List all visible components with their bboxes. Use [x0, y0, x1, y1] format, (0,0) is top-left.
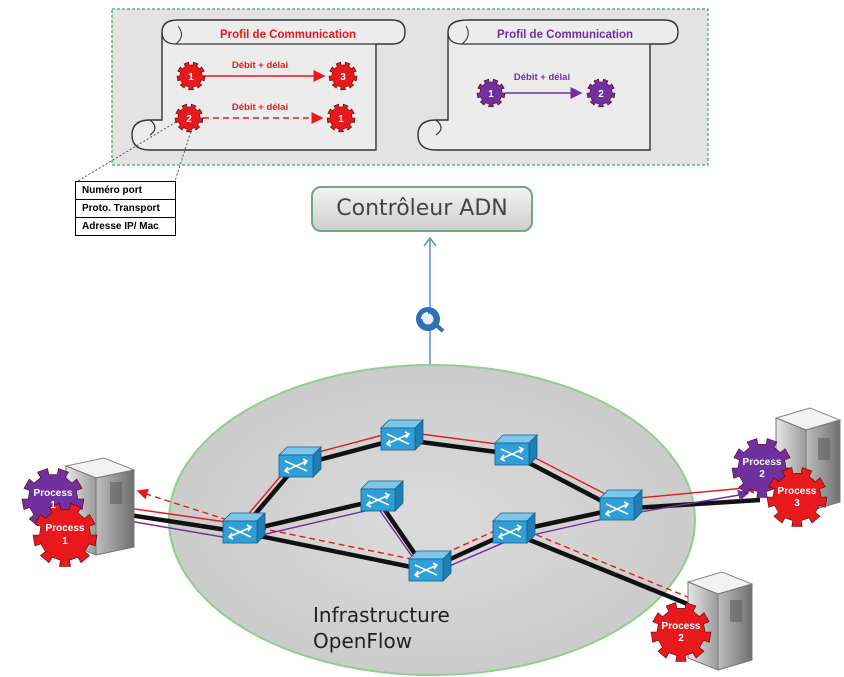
profile-2-gear-dst-1: 2: [586, 78, 616, 108]
switch-2: [380, 419, 424, 451]
host-bottom-process-1-gear: [650, 602, 712, 662]
sdn-controller[interactable]: Contrôleur ADN: [311, 186, 533, 232]
switch-4: [360, 480, 404, 512]
host-right-process-2-num: 3: [794, 498, 800, 509]
header-field-2: Proto. Transport: [76, 200, 175, 218]
infrastructure-label-line1: Infrastructure: [313, 603, 450, 627]
host-right-process-1-name: Process: [743, 457, 782, 468]
profile-1-gear-dst-2: 1: [326, 103, 356, 133]
openflow-switches: [222, 419, 643, 582]
host-left-process-2-gear: [32, 503, 98, 567]
profile-1-flow-1-label: Débit + délai: [232, 60, 288, 71]
host-right-process-1-num: 2: [759, 469, 765, 480]
host-bottom-process-1-num: 2: [678, 633, 684, 644]
profile-1-gear-src-1-label: 1: [188, 72, 194, 83]
host-left-process-2-num: 1: [62, 536, 68, 547]
profile-scroll-purple: [417, 19, 679, 151]
host-bottom-process-1-name: Process: [662, 621, 701, 632]
profile-title-2: Profil de Communication: [497, 29, 633, 41]
host-left-process-2-name: Process: [46, 523, 85, 534]
profile-1-flows: [203, 70, 326, 124]
profile-1-gear-dst-1-label: 3: [340, 72, 346, 83]
profile-1-gear-src-1: 1: [176, 61, 206, 91]
profile-1-gear-dst-2-label: 1: [338, 114, 344, 125]
profile-2-flow-1-label: Débit + délai: [514, 72, 570, 83]
profile-title-1: Profil de Communication: [220, 29, 356, 41]
switch-6: [599, 489, 643, 521]
infrastructure-label-line2: OpenFlow: [313, 629, 412, 653]
switch-5: [222, 512, 266, 544]
switch-1: [278, 446, 322, 478]
switch-8: [408, 550, 452, 582]
profile-1-gear-dst-1: 3: [328, 61, 358, 91]
profile-gears: 1 3 2 1 1 2: [174, 61, 616, 133]
profile-1-gear-src-2-label: 2: [186, 114, 192, 125]
host-process-gears: [21, 438, 828, 662]
profile-2-gear-src-1-label: 1: [488, 89, 494, 100]
header-field-3: Adresse IP/ Mac: [82, 221, 159, 232]
switch-3: [494, 434, 538, 466]
profile-1-gear-src-2: 2: [174, 103, 204, 133]
header-field-1: Numéro port: [76, 182, 175, 200]
openflow-protocol-icon: [416, 307, 445, 333]
host-left-process-1-num: 1: [50, 500, 56, 511]
header-fields-box: Numéro port Proto. Transport Adresse IP/…: [75, 181, 176, 236]
header-field-connectors: [77, 121, 193, 182]
switch-7: [492, 512, 536, 544]
host-left-process-1-name: Process: [34, 488, 73, 499]
host-right-process-2-gear: [766, 467, 828, 527]
profile-1-flow-2-label: Débit + délai: [232, 102, 288, 113]
profile-2-gear-dst-1-label: 2: [598, 89, 604, 100]
profile-2-gear-src-1: 1: [476, 78, 506, 108]
host-right-process-2-name: Process: [778, 486, 817, 497]
